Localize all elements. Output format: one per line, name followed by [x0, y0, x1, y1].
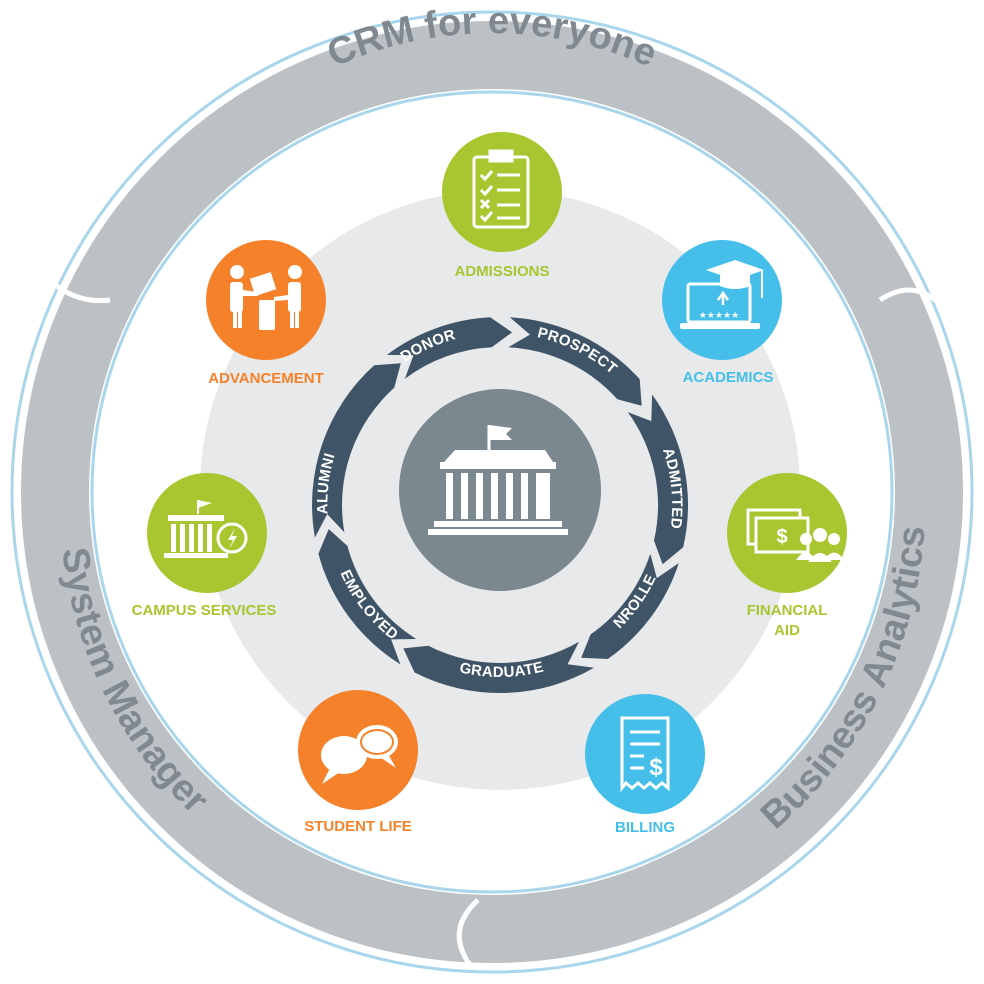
ring-segment-donor [386, 317, 513, 379]
laptop-graduation-cap-icon: ★★★★★ [680, 260, 764, 329]
campus-services-label: CAMPUS SERVICES [132, 602, 277, 619]
billing-label: BILLING [615, 819, 675, 836]
inner-band-outline [90, 90, 894, 894]
financial-aid-label-line2: AID [774, 622, 800, 639]
checklist-clipboard-icon [472, 149, 530, 229]
ring-segment-prospect [508, 317, 642, 406]
money-people-icon: $ [746, 508, 844, 562]
band-divider-bottom [456, 898, 480, 967]
outer-band [21, 21, 963, 963]
billing-circle [585, 694, 705, 814]
ring-segment-enrolled [581, 553, 679, 659]
module-financial-aid: $ FINANCIAL AID [727, 473, 847, 639]
university-building-icon [399, 389, 601, 591]
lifecycle-ring [312, 317, 689, 694]
module-student-life: STUDENT LIFE [298, 690, 418, 835]
svg-text:★★★★★: ★★★★★ [699, 310, 739, 320]
chat-bubbles-icon [321, 725, 398, 784]
ring-segment-admitted [627, 394, 689, 565]
building-power-icon [164, 500, 248, 558]
band-divider-right [878, 287, 937, 303]
module-academics: ★★★★★ ACADEMICS [662, 240, 782, 386]
module-campus-services: CAMPUS SERVICES [132, 473, 277, 619]
band-divider-left [38, 268, 111, 304]
module-advancement: ADVANCEMENT [206, 240, 326, 387]
outer-band-outline [10, 10, 974, 974]
module-admissions: ADMISSIONS [442, 132, 562, 280]
academics-label: ACADEMICS [683, 369, 774, 386]
ring-segment-employed [318, 529, 417, 665]
svg-text:$: $ [649, 754, 663, 781]
stage-graduate: GRADUATE [458, 658, 545, 680]
admissions-circle [442, 132, 562, 252]
ring-segment-graduate [403, 641, 594, 694]
ring-segment-alumni [312, 363, 401, 538]
module-billing: $ BILLING [585, 694, 705, 836]
handshake-icon [230, 265, 302, 330]
receipt-dollar-icon: $ [620, 716, 670, 793]
student-life-label: STUDENT LIFE [304, 818, 412, 835]
admissions-label: ADMISSIONS [454, 263, 549, 280]
advancement-label: ADVANCEMENT [208, 370, 324, 387]
svg-text:$: $ [776, 526, 787, 548]
financial-aid-label-line1: FINANCIAL [747, 602, 828, 619]
